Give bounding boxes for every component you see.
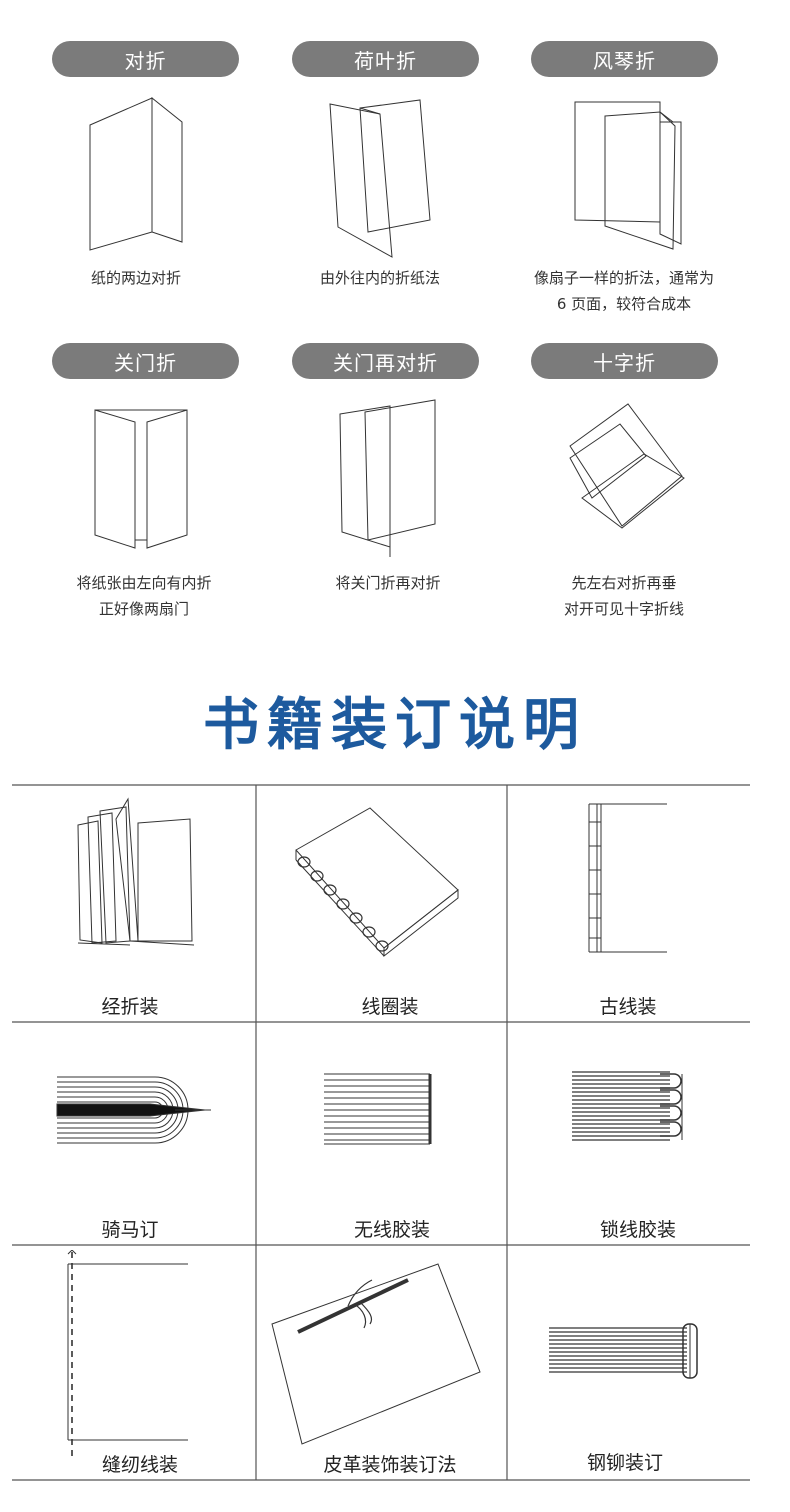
binding-label-pigezhuangshizhuangdingfa: 皮革装饰装订法 <box>323 1454 457 1476</box>
fold-label-guanmenzaiduizhe: 关门再对折 <box>292 343 479 379</box>
binding-label-gangmaozhuangding: 钢铆装订 <box>586 1452 663 1474</box>
half-fold-illustration <box>89 96 183 251</box>
fold-desc-line: 将纸张由左向有内折 <box>76 574 212 592</box>
binding-label-wuxianjiaozhuang: 无线胶装 <box>353 1219 430 1241</box>
fold-desc-line: 6 页面，较符合成本 <box>556 295 692 313</box>
traditional-thread-binding-illustration <box>588 803 667 953</box>
double-gate-fold-illustration <box>339 399 436 557</box>
coil-binding-illustration <box>295 807 459 958</box>
fold-desc-line: 纸的两边对折 <box>90 269 181 287</box>
fold-desc-line: 正好像两扇门 <box>98 600 189 618</box>
fold-desc-line: 将关门折再对折 <box>335 574 441 592</box>
saddle-stitch-illustration <box>56 1076 211 1144</box>
fold-desc-fengqinzhe: 像扇子一样的折法，通常为 6 页面，较符合成本 <box>494 265 754 317</box>
perfect-binding-illustration <box>324 1073 432 1145</box>
binding-label-xianquanzhuang: 线圈装 <box>361 996 419 1018</box>
binding-label-jingzhezhuang: 经折装 <box>101 996 159 1018</box>
binding-label-guxianzhuang: 古线装 <box>599 996 657 1018</box>
accordion-fold-illustration <box>574 101 682 250</box>
section-title: 书籍装订说明 <box>203 693 587 758</box>
leather-binding-illustration <box>271 1263 481 1445</box>
cross-fold-illustration <box>569 403 685 529</box>
concertina-binding-illustration <box>77 797 195 946</box>
gate-fold-illustration <box>94 409 188 549</box>
fold-label-shizizhe: 十字折 <box>531 343 718 379</box>
letter-fold-illustration <box>329 99 431 258</box>
fold-desc-shizizhe: 先左右对折再垂 对开可见十字折线 <box>494 570 754 622</box>
fold-desc-line: 先左右对折再垂 <box>571 574 677 592</box>
fold-desc-heyezhe: 由外往内的折纸法 <box>250 265 510 291</box>
fold-desc-line: 对开可见十字折线 <box>563 600 684 618</box>
fold-desc-duizhe: 纸的两边对折 <box>6 265 266 291</box>
fold-desc-line: 由外往内的折纸法 <box>319 269 440 287</box>
sewn-perfect-binding-illustration <box>572 1071 683 1141</box>
binding-label-fengrenxianzhuang: 缝纫线装 <box>101 1454 178 1476</box>
sewing-thread-binding-illustration <box>67 1250 188 1456</box>
fold-desc-line: 像扇子一样的折法，通常为 <box>533 269 714 287</box>
fold-label-duizhe: 对折 <box>52 41 239 77</box>
binding-label-suoxianjiaozhuang: 锁线胶装 <box>599 1219 676 1241</box>
binding-label-qimading: 骑马订 <box>101 1219 159 1241</box>
fold-desc-guanmenzhe: 将纸张由左向有内折 正好像两扇门 <box>14 570 274 622</box>
fold-desc-guanmenzaiduizhe: 将关门折再对折 <box>258 570 518 596</box>
fold-label-heyezhe: 荷叶折 <box>292 41 479 77</box>
fold-label-guanmenzhe: 关门折 <box>52 343 239 379</box>
fold-label-fengqinzhe: 风琴折 <box>531 41 718 77</box>
rivet-binding-illustration <box>549 1323 698 1379</box>
